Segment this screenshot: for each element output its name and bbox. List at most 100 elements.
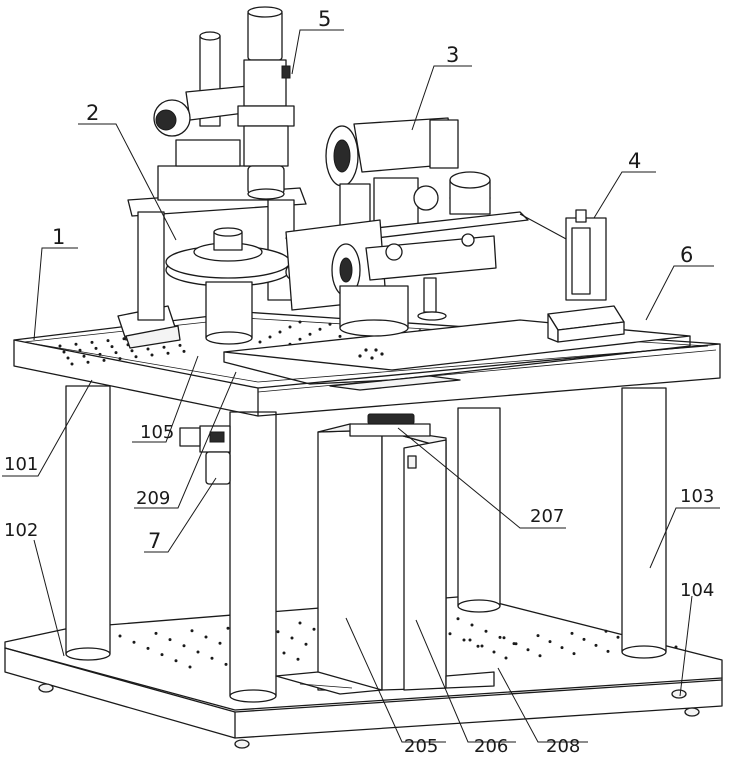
- mounting-hole: [225, 663, 228, 666]
- mounting-hole: [119, 357, 122, 360]
- mounting-hole: [179, 344, 182, 347]
- mounting-hole: [477, 645, 480, 648]
- mounting-hole: [471, 624, 474, 627]
- mounting-hole: [675, 646, 678, 649]
- mounting-hole: [99, 353, 102, 356]
- mounting-hole: [339, 335, 342, 338]
- label-206: 206: [474, 736, 508, 757]
- mounting-hole: [283, 652, 286, 655]
- mounting-hole: [561, 646, 564, 649]
- label-7: 7: [148, 529, 161, 553]
- mounting-hole: [151, 354, 154, 357]
- label-3: 3: [446, 43, 459, 67]
- mounting-hole: [549, 640, 552, 643]
- mounting-hole: [227, 627, 230, 630]
- mounting-hole: [505, 657, 508, 660]
- mounting-hole: [87, 361, 90, 364]
- mounting-hole: [481, 645, 484, 648]
- mounting-hole: [91, 341, 94, 344]
- mounting-hole: [313, 628, 316, 631]
- mounting-hole: [503, 636, 506, 639]
- mounting-hole: [103, 359, 106, 362]
- mounting-hole: [183, 350, 186, 353]
- mounting-hole: [147, 348, 150, 351]
- mounting-hole: [135, 355, 138, 358]
- mounting-hole: [71, 363, 74, 366]
- mounting-hole: [67, 357, 70, 360]
- mounting-hole: [133, 641, 136, 644]
- mounting-hole: [299, 622, 302, 625]
- mounting-hole: [463, 639, 466, 642]
- label-1: 1: [52, 225, 65, 249]
- mounting-hole: [309, 333, 312, 336]
- label-205: 205: [404, 736, 438, 757]
- mounting-hole: [167, 352, 170, 355]
- mounting-hole: [197, 651, 200, 654]
- mounting-hole: [147, 647, 150, 650]
- mounting-hole: [175, 659, 178, 662]
- mounting-hole: [161, 653, 164, 656]
- label-105: 105: [140, 422, 174, 443]
- label-102: 102: [4, 520, 38, 541]
- mounting-hole: [583, 638, 586, 641]
- label-4: 4: [628, 149, 641, 173]
- mounting-hole: [299, 338, 302, 341]
- sensor-block-7: [180, 426, 230, 484]
- mounting-hole: [119, 635, 122, 638]
- mounting-hole: [289, 326, 292, 329]
- mounting-hole: [111, 345, 114, 348]
- mounting-hole: [59, 345, 62, 348]
- label-208: 208: [546, 736, 580, 757]
- mounting-hole: [75, 343, 78, 346]
- mounting-hole: [485, 630, 488, 633]
- mounting-hole: [219, 642, 222, 645]
- mounting-hole: [163, 346, 166, 349]
- mounting-hole: [607, 650, 610, 653]
- mounting-hole: [155, 632, 158, 635]
- tension-unit-4: [548, 210, 624, 342]
- mounting-hole: [329, 323, 332, 326]
- mounting-hole: [297, 658, 300, 661]
- label-2: 2: [86, 101, 99, 125]
- label-103: 103: [680, 486, 714, 507]
- label-101: 101: [4, 454, 38, 475]
- mounting-hole: [527, 648, 530, 651]
- label-209: 209: [136, 488, 170, 509]
- mounting-hole: [211, 657, 214, 660]
- mounting-hole: [63, 351, 66, 354]
- mounting-hole: [95, 347, 98, 350]
- mounting-hole: [291, 637, 294, 640]
- label-207: 207: [530, 506, 564, 527]
- mounting-hole: [115, 351, 118, 354]
- mounting-hole: [205, 636, 208, 639]
- mounting-hole: [183, 644, 186, 647]
- mounting-hole: [617, 636, 620, 639]
- mounting-hole: [83, 355, 86, 358]
- mounting-hole: [515, 642, 518, 645]
- mounting-hole: [449, 632, 452, 635]
- mounting-hole: [299, 321, 302, 324]
- label-6: 6: [680, 243, 693, 267]
- mounting-hole: [499, 636, 502, 639]
- mounting-hole: [493, 651, 496, 654]
- label-104: 104: [680, 580, 714, 601]
- mounting-hole: [189, 666, 192, 669]
- mounting-hole: [79, 349, 82, 352]
- mounting-hole: [131, 349, 134, 352]
- mounting-hole: [573, 652, 576, 655]
- mounting-hole: [169, 638, 172, 641]
- label-5: 5: [318, 7, 331, 31]
- mounting-hole: [279, 331, 282, 334]
- mounting-hole: [605, 630, 608, 633]
- mounting-hole: [259, 341, 262, 344]
- mounting-hole: [457, 617, 460, 620]
- mounting-hole: [191, 629, 194, 632]
- mounting-hole: [595, 644, 598, 647]
- mounting-hole: [269, 336, 272, 339]
- mounting-hole: [469, 639, 472, 642]
- mounting-hole: [571, 632, 574, 635]
- mounting-hole: [277, 630, 280, 633]
- mounting-hole: [305, 643, 308, 646]
- mounting-hole: [539, 654, 542, 657]
